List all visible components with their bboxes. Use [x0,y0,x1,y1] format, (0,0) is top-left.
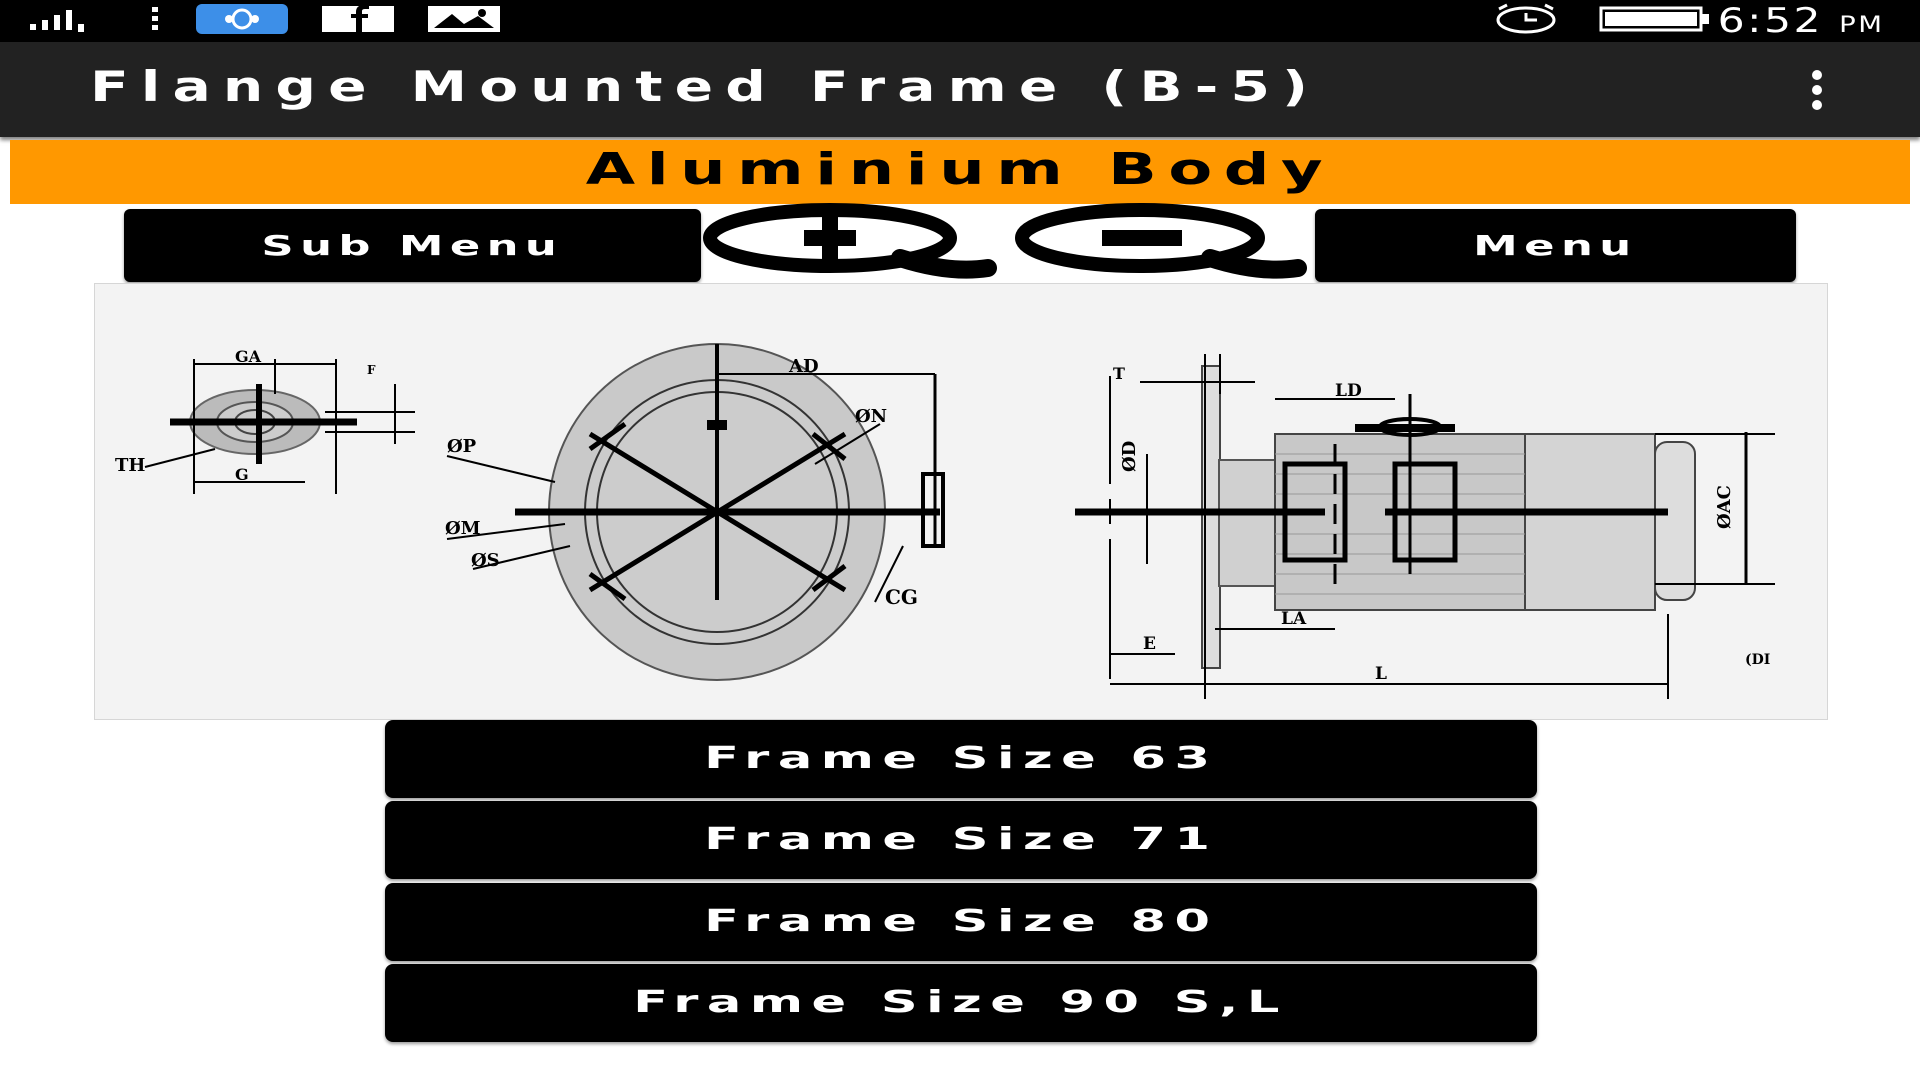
facebook-icon [322,4,394,38]
label-l: L [1375,664,1387,684]
label-g: G [235,465,249,484]
frame-size-label: Frame Size 90 S,L [633,985,1289,1020]
frame-size-90-button[interactable]: Frame Size 90 S,L [385,964,1537,1042]
frame-size-label: Frame Size 63 [703,741,1219,776]
sub-menu-button[interactable]: Sub Menu [124,209,701,282]
status-right-icons: 6:52 PM [1493,1,1884,41]
flange-front-view: AD ØP ØN ØM ØS CG [445,343,945,681]
more-vert-icon [1812,70,1822,80]
frame-size-63-button[interactable]: Frame Size 63 [385,720,1537,798]
label-od: ØD [1119,441,1140,472]
label-th: TH [115,455,145,476]
battery-icon [1599,6,1711,36]
frame-size-80-button[interactable]: Frame Size 80 [385,883,1537,961]
frame-size-71-button[interactable]: Frame Size 71 [385,801,1537,879]
label-ga: GA [235,347,262,366]
label-f: F [367,363,376,377]
banner-title: Aluminium Body [585,144,1335,195]
label-di: (DI [1745,652,1770,668]
app-bar: Flange Mounted Frame (B-5) [0,42,1920,137]
app-title: Flange Mounted Frame (B-5) [90,62,1321,111]
label-cg: CG [885,585,918,609]
signal-icon [28,4,114,38]
label-op: ØP [447,436,477,457]
label-ad: AD [788,356,819,377]
zoom-in-icon [703,203,997,279]
label-t: T [1113,364,1125,383]
label-on: ØN [855,406,887,427]
label-os: ØS [471,550,500,571]
shareit-icon [196,3,288,39]
gallery-icon [428,4,500,38]
status-left-icons [28,4,500,38]
more-vert-icon [148,4,162,38]
frame-size-label: Frame Size 71 [703,822,1219,857]
label-e: E [1143,634,1156,654]
motor-dimension-diagram: GA F TH G AD Ø [94,283,1828,720]
frame-size-label: Frame Size 80 [703,904,1219,939]
zoom-out-icon [1015,203,1307,279]
sub-menu-label: Sub Menu [261,229,564,262]
menu-button[interactable]: Menu [1315,209,1796,282]
zoom-in-button[interactable] [700,202,1000,288]
label-la: LA [1281,609,1307,629]
label-oac: ØAC [1714,485,1735,529]
alarm-icon [1493,3,1559,39]
menu-label: Menu [1473,229,1638,262]
shaft-end-view: GA F TH G [115,347,415,494]
section-banner: Aluminium Body [10,140,1910,204]
overflow-menu-button[interactable] [1804,70,1830,110]
status-bar: 6:52 PM [0,0,1920,42]
label-ld: LD [1335,381,1362,401]
motor-side-view: T LD ØD ØAC LA E L (DI [1075,354,1775,699]
diagram-svg: GA F TH G AD Ø [115,343,1775,699]
zoom-out-button[interactable] [1010,202,1310,288]
status-time: 6:52 PM [1717,1,1884,41]
label-om: ØM [445,518,481,539]
